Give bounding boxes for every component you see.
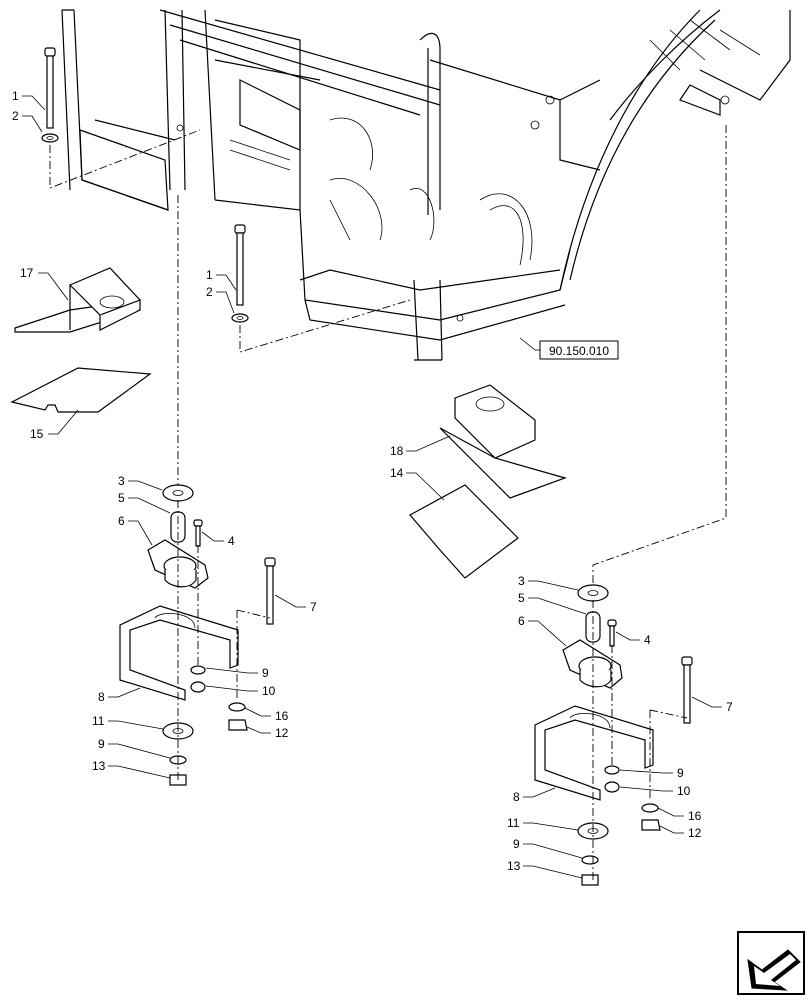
plate-18 [439, 384, 567, 499]
callouts: 1 2 1 2 17 15 18 14 3 5 6 4 7 8 9 10 16 … [12, 89, 733, 873]
callout-1: 1 [206, 268, 213, 282]
bolt-1-top-left [41, 47, 59, 143]
callout-5: 5 [518, 591, 525, 605]
plate-15 [10, 367, 152, 413]
callout-5: 5 [118, 491, 125, 505]
callout-9: 9 [677, 766, 684, 780]
bolt-1-center [231, 224, 249, 323]
callout-9: 9 [98, 737, 105, 751]
callout-3: 3 [518, 574, 525, 588]
callout-13: 13 [507, 859, 521, 873]
callout-13: 13 [92, 759, 106, 773]
callout-3: 3 [118, 474, 125, 488]
callout-6: 6 [118, 514, 125, 528]
callout-7: 7 [310, 600, 317, 614]
callout-10: 10 [262, 684, 276, 698]
reference-label: 90.150.010 [549, 344, 609, 358]
right-mount-assembly [534, 584, 693, 886]
callout-12: 12 [275, 726, 289, 740]
callout-4: 4 [228, 534, 235, 548]
callout-2: 2 [206, 285, 213, 299]
plate-17 [14, 267, 142, 333]
callout-4: 4 [644, 633, 651, 647]
callout-12: 12 [688, 826, 702, 840]
callout-14: 14 [390, 466, 404, 480]
previous-page-arrow-icon[interactable] [737, 931, 805, 995]
leader-lines [22, 95, 722, 879]
callout-11: 11 [92, 714, 105, 728]
callout-1: 1 [12, 89, 19, 103]
callout-10: 10 [677, 784, 691, 798]
callout-8: 8 [513, 790, 520, 804]
callout-8: 8 [98, 690, 105, 704]
callout-16: 16 [688, 809, 702, 823]
callout-2: 2 [12, 109, 19, 123]
plate-14 [409, 484, 519, 579]
reference-link[interactable]: 90.150.010 [539, 340, 619, 360]
assembly-lines [49, 125, 727, 880]
callout-16: 16 [275, 709, 289, 723]
cab-frame [61, 9, 791, 361]
callout-15: 15 [30, 427, 44, 441]
callout-9: 9 [262, 666, 269, 680]
callout-9: 9 [513, 837, 520, 851]
callout-7: 7 [726, 700, 733, 714]
callout-18: 18 [390, 444, 404, 458]
callout-6: 6 [518, 614, 525, 628]
callout-17: 17 [20, 266, 34, 280]
callout-11: 11 [507, 816, 520, 830]
